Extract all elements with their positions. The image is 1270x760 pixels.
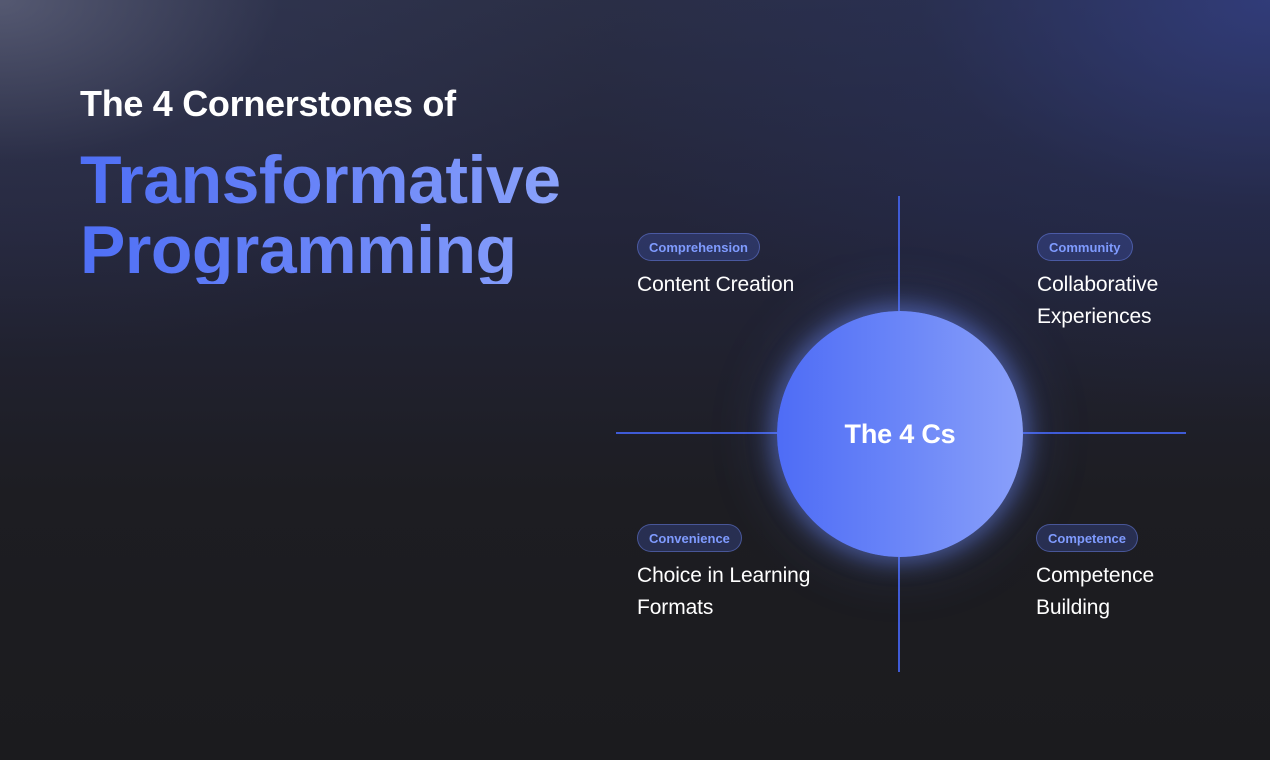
axis-line-right — [1023, 432, 1186, 434]
tag-pill: Community — [1037, 233, 1133, 261]
axis-line-top — [898, 196, 900, 311]
quadrant-bottom-right: Competence Competence Building — [1036, 524, 1154, 624]
quadrant-title: Content Creation — [637, 273, 795, 296]
quadrant-title: Collaborative Experiences — [1037, 273, 1159, 328]
headline: The 4 Cornerstones of Transformative Pro… — [80, 82, 561, 284]
tag-pill: Competence — [1036, 524, 1139, 552]
axis-line-bottom — [898, 557, 900, 672]
quadrant-top-right: Community Collaborative Experiences — [1037, 233, 1158, 333]
quadrant-bottom-left: Convenience Choice in Learning Formats — [637, 524, 810, 624]
quadrant-top-left: Comprehension Content Creation — [637, 233, 794, 301]
quadrant-title: Competence Building — [1036, 564, 1155, 619]
tag-pill: Convenience — [637, 524, 742, 552]
axis-line-left — [616, 432, 777, 434]
center-circle: The 4 Cs — [777, 311, 1023, 557]
center-label: The 4 Cs — [844, 418, 956, 449]
quadrant-title: Choice in Learning Formats — [637, 564, 811, 619]
headline-intro: The 4 Cornerstones of — [80, 83, 456, 124]
headline-emphasis-line-2: Programming — [80, 216, 561, 284]
tag-pill: Comprehension — [637, 233, 760, 261]
headline-emphasis-line-1: Transformative — [80, 142, 561, 218]
